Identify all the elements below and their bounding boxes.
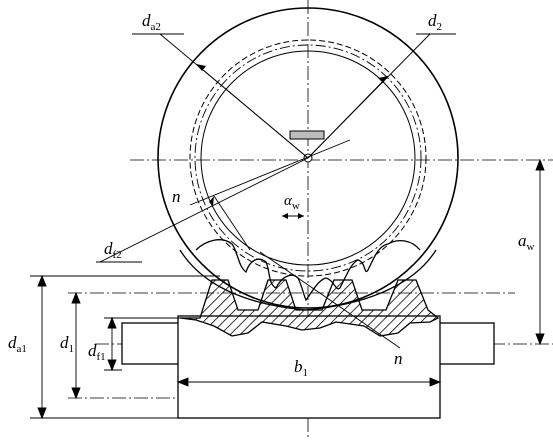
label-aw: aw [518, 231, 535, 253]
worm-wheel [157, 7, 459, 309]
leader-lines [96, 33, 456, 349]
wheel-lower-arc [179, 249, 437, 311]
label-da1: da1 [8, 333, 27, 355]
label-df2: df2 [104, 239, 122, 261]
label-b1: b1 [294, 357, 308, 379]
left-dimensions [30, 274, 220, 420]
pressure-line-upper [189, 139, 351, 206]
wheel-hub-block [289, 130, 325, 140]
worm-shaft [121, 315, 495, 419]
label-d1: d1 [60, 333, 74, 355]
b1-dimension [176, 377, 442, 387]
wheel-outer-circle [157, 7, 459, 309]
label-df1: df1 [88, 341, 106, 363]
label-n-top: n [172, 187, 181, 206]
wheel-pitch-circle [194, 44, 422, 272]
wheel-teeth-profile [195, 239, 421, 302]
pressure-line-lower [259, 251, 401, 349]
left-journal [121, 322, 181, 365]
wheel-tip-circle [189, 39, 427, 277]
right-journal [437, 322, 495, 365]
df2-mark-line [213, 195, 251, 251]
label-alpha-w: αw [284, 193, 300, 212]
label-d2: d2 [428, 11, 442, 33]
wheel-root-circle [200, 50, 416, 266]
df2-leader [99, 157, 309, 263]
arrowheads [196, 64, 388, 219]
d2-radius [307, 75, 389, 159]
label-n-bottom: n [394, 349, 403, 368]
label-da2: da2 [142, 11, 161, 33]
da2-radius [195, 63, 309, 159]
aw-dimension [535, 158, 545, 346]
